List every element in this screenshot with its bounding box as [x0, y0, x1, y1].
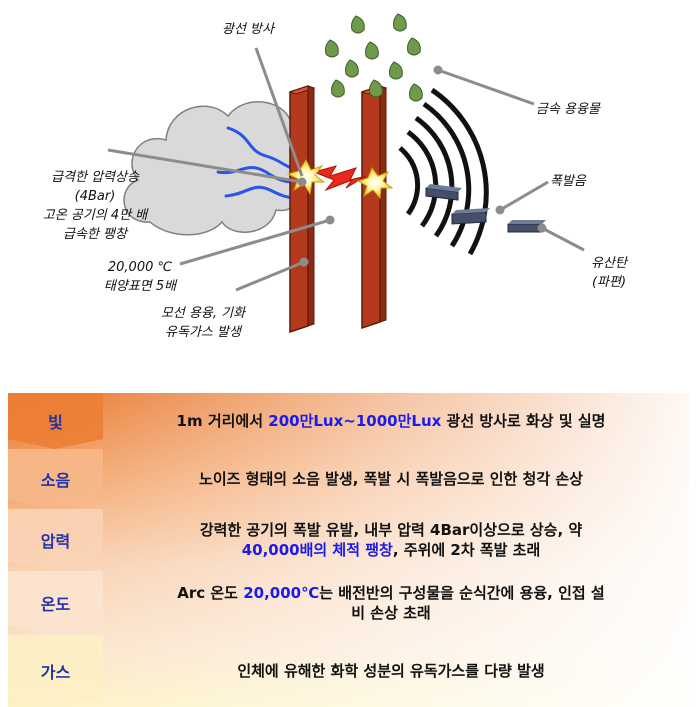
- description-text: 1m 거리에서: [176, 412, 269, 430]
- description-line: Arc 온도 20,000℃는 배전반의 구성물을 순식간에 용융, 인접 설: [177, 583, 604, 603]
- hazard-category: 소음: [40, 471, 71, 490]
- label-molten-metal: 금속 용융물: [536, 102, 600, 117]
- label-expansion-line1: 고온 공기의 4만 배: [42, 208, 148, 223]
- category-chevron: [8, 393, 103, 449]
- description-text: 강력한 공기의 폭발 유발, 내부 압력 4Bar이상으로 상승, 약: [199, 521, 583, 539]
- hazard-row: 빛 1m 거리에서 200만Lux~1000만Lux 광선 방사로 화상 및 실명: [8, 393, 689, 449]
- label-light-radiation: 광선 방사: [222, 22, 274, 37]
- description-text: 인체에 유해한 화학 성분의 유독가스를 다량 발생: [237, 662, 545, 680]
- label-pressure-rise: 급격한 압력상승: [51, 170, 139, 185]
- description-line: 40,000배의 체적 팽창, 주위에 2차 폭발 초래: [242, 540, 541, 560]
- label-shrapnel-line2: (파편): [591, 275, 627, 290]
- hazard-category: 온도: [40, 595, 71, 614]
- highlighted-text: 20,000℃: [243, 584, 320, 602]
- category-chevron: [8, 449, 103, 509]
- hazard-category: 가스: [40, 663, 71, 682]
- category-chevron: [8, 509, 103, 571]
- hazard-category: 압력: [40, 532, 71, 551]
- hazard-row: 온도 Arc 온도 20,000℃는 배전반의 구성물을 순식간에 용융, 인접 …: [8, 571, 689, 635]
- label-pressure: 급격한 압력상승 (4Bar) 고온 공기의 4만 배 급속한 팽창: [20, 168, 170, 244]
- label-explosion-sound: 폭발음: [550, 174, 586, 189]
- description-text: 비 손상 초래: [351, 604, 431, 622]
- leader-lines: [107, 47, 585, 292]
- label-temperature-line2: 태양표면 5배: [103, 279, 177, 294]
- description-line: 강력한 공기의 폭발 유발, 내부 압력 4Bar이상으로 상승, 약: [200, 520, 582, 540]
- description-line: 노이즈 형태의 소음 발생, 폭발 시 폭발음으로 인한 청각 손상: [199, 469, 583, 489]
- category-chevrons: [8, 393, 103, 707]
- shrapnel-fragments: [425, 184, 546, 233]
- label-busbar-line2: 유독가스 발생: [165, 325, 241, 340]
- label-shrapnel-line1: 유산탄: [591, 256, 627, 271]
- molten-metal-droplets: [325, 13, 423, 102]
- label-busbar-line1: 모선 용융, 기화: [160, 306, 246, 321]
- arc-flash-diagram: 광선 방사 금속 용융물 급격한 압력상승 (4Bar) 고온 공기의 4만 배…: [20, 13, 644, 342]
- description-text: 광선 방사로 화상 및 실명: [441, 412, 606, 430]
- hazard-description: 인체에 유해한 화학 성분의 유독가스를 다량 발생: [103, 635, 689, 707]
- label-temperature: 20,000 ℃ 태양표면 5배: [80, 258, 200, 296]
- right-electrode: [360, 84, 388, 330]
- hazard-category: 빛: [48, 413, 63, 432]
- hazard-table: 빛 1m 거리에서 200만Lux~1000만Lux 광선 방사로 화상 및 실명…: [8, 393, 689, 707]
- leader-dots: [297, 65, 547, 267]
- label-temperature-line1: 20,000 ℃: [107, 260, 173, 275]
- category-chevron: [8, 571, 103, 635]
- description-line: 인체에 유해한 화학 성분의 유독가스를 다량 발생: [237, 661, 544, 681]
- label-busbar: 모선 용융, 기화 유독가스 발생: [128, 304, 278, 342]
- hazard-description: 1m 거리에서 200만Lux~1000만Lux 광선 방사로 화상 및 실명: [103, 393, 689, 449]
- arc-flash-illustration: [107, 13, 585, 334]
- arc-flash-right: [356, 166, 394, 200]
- left-electrode: [288, 84, 316, 334]
- label-shrapnel: 유산탄 (파편): [574, 254, 644, 292]
- hazard-table-background: [8, 393, 689, 707]
- category-chevron: [8, 635, 103, 707]
- description-line: 1m 거리에서 200만Lux~1000만Lux 광선 방사로 화상 및 실명: [177, 411, 606, 431]
- sound-waves: [398, 87, 489, 256]
- description-line: 비 손상 초래: [351, 603, 430, 623]
- description-text: , 주위에 2차 폭발 초래: [392, 541, 541, 559]
- highlighted-text: 200만Lux~1000만Lux: [268, 412, 442, 430]
- highlighted-text: 40,000배의 체적 팽창: [241, 541, 393, 559]
- label-pressure-value: (4Bar): [74, 189, 116, 204]
- hazard-row: 가스 인체에 유해한 화학 성분의 유독가스를 다량 발생: [8, 635, 689, 707]
- hazard-description: 노이즈 형태의 소음 발생, 폭발 시 폭발음으로 인한 청각 손상: [103, 449, 689, 509]
- label-expansion-line2: 급속한 팽창: [63, 227, 127, 242]
- description-text: 노이즈 형태의 소음 발생, 폭발 시 폭발음으로 인한 청각 손상: [199, 470, 583, 488]
- electric-arc: [312, 165, 367, 192]
- hazard-row: 소음 노이즈 형태의 소음 발생, 폭발 시 폭발음으로 인한 청각 손상: [8, 449, 689, 509]
- description-text: Arc 온도: [177, 584, 244, 602]
- description-text: 는 배전반의 구성물을 순식간에 용융, 인접 설: [319, 584, 605, 602]
- arc-flash-left: [286, 158, 326, 196]
